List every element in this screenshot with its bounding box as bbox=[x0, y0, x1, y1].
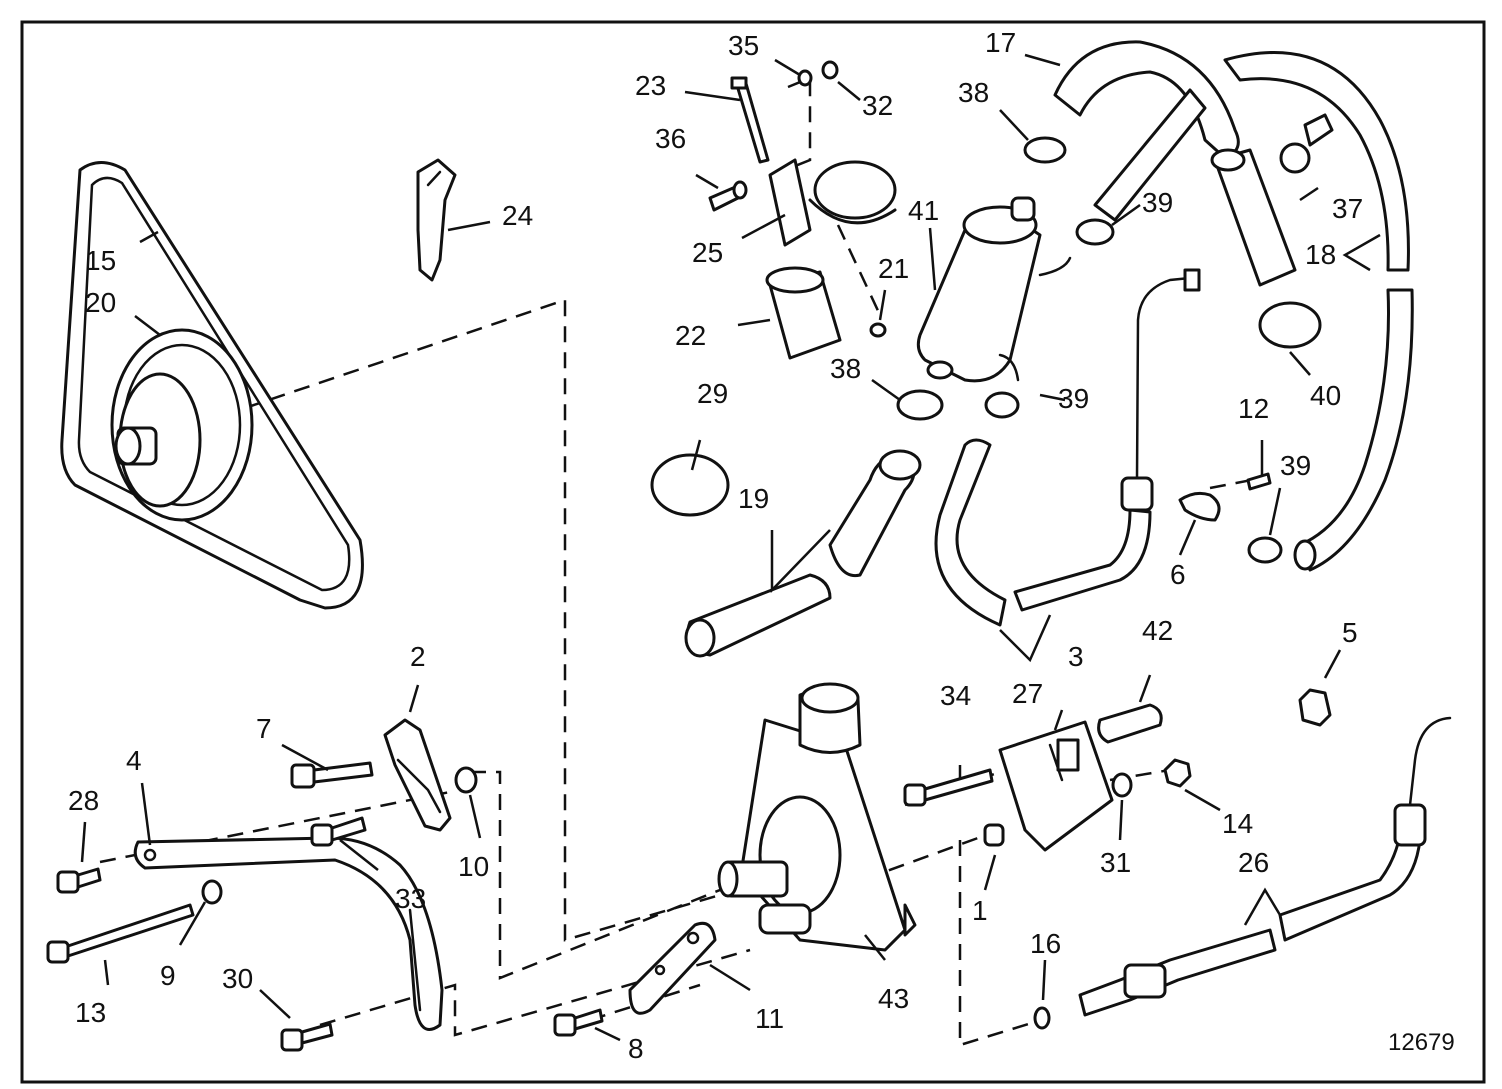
part-39-clamp-c bbox=[1247, 536, 1283, 564]
label-16: 16 bbox=[1030, 928, 1061, 959]
part-8-bolt bbox=[553, 1008, 604, 1037]
label-4: 4 bbox=[126, 745, 142, 776]
part-39-clamp-b bbox=[984, 391, 1020, 419]
part-33-bolt bbox=[310, 816, 367, 847]
part-12-screw bbox=[1246, 472, 1272, 491]
label-39-b: 39 bbox=[1058, 383, 1089, 414]
part-5-nut bbox=[1298, 688, 1332, 727]
label-6: 6 bbox=[1170, 559, 1186, 590]
callout-labels: 1 2 3 4 5 6 7 8 9 10 11 12 13 14 15 16 1… bbox=[68, 27, 1455, 1064]
label-38-upper: 38 bbox=[958, 77, 989, 108]
label-25: 25 bbox=[692, 237, 723, 268]
label-14: 14 bbox=[1222, 808, 1253, 839]
part-11-plate bbox=[628, 921, 717, 1015]
part-30-bolt bbox=[280, 1022, 334, 1052]
label-26: 26 bbox=[1238, 847, 1269, 878]
label-22: 22 bbox=[675, 320, 706, 351]
label-30: 30 bbox=[222, 963, 253, 994]
part-10-washer bbox=[454, 766, 478, 794]
part-28-bolt bbox=[56, 867, 102, 894]
label-35: 35 bbox=[728, 30, 759, 61]
part-9-washer bbox=[201, 879, 223, 905]
part-21-plug bbox=[869, 322, 887, 338]
part-37-clamp bbox=[1279, 113, 1334, 174]
label-2: 2 bbox=[410, 641, 426, 672]
label-36: 36 bbox=[655, 123, 686, 154]
part-16-o-ring bbox=[1033, 1006, 1051, 1030]
part-38-clamp-lower bbox=[896, 389, 944, 421]
label-9: 9 bbox=[160, 960, 176, 991]
part-6-clip bbox=[1178, 491, 1221, 522]
part-18-hoses bbox=[1223, 51, 1414, 572]
part-23-bolt bbox=[730, 76, 770, 164]
label-37: 37 bbox=[1332, 193, 1363, 224]
label-1: 1 bbox=[972, 895, 988, 926]
label-13: 13 bbox=[75, 997, 106, 1028]
part-19-hoses bbox=[684, 449, 922, 658]
label-40: 40 bbox=[1310, 380, 1341, 411]
part-36-fitting bbox=[708, 180, 748, 212]
part-2-bracket bbox=[383, 718, 452, 832]
part-26-pressure-hose bbox=[1078, 716, 1452, 1017]
diagram-frame bbox=[20, 20, 1486, 1084]
assembly-lines bbox=[99, 76, 1263, 1047]
part-13-long-bolt bbox=[46, 903, 195, 964]
label-28: 28 bbox=[68, 785, 99, 816]
part-38-clamp-upper bbox=[1023, 136, 1067, 164]
label-34: 34 bbox=[940, 680, 971, 711]
part-25-bracket-clamp bbox=[768, 158, 897, 247]
part-14-nut bbox=[1163, 758, 1192, 788]
label-20: 20 bbox=[85, 287, 116, 318]
label-10: 10 bbox=[458, 851, 489, 882]
label-21: 21 bbox=[878, 253, 909, 284]
label-17: 17 bbox=[985, 27, 1016, 58]
leader-lines bbox=[80, 53, 1381, 1042]
part-1-spacer bbox=[983, 823, 1005, 847]
label-11: 11 bbox=[755, 1003, 784, 1034]
label-31: 31 bbox=[1100, 847, 1131, 878]
part-15-drive-belt bbox=[60, 161, 364, 610]
figure-number: 12679 bbox=[1388, 1029, 1455, 1056]
label-18: 18 bbox=[1305, 239, 1336, 270]
part-39-clamp-a bbox=[1075, 218, 1115, 246]
label-43: 43 bbox=[878, 983, 909, 1014]
label-8: 8 bbox=[628, 1033, 644, 1064]
label-33: 33 bbox=[395, 883, 426, 914]
label-5: 5 bbox=[1342, 617, 1358, 648]
label-42: 42 bbox=[1142, 615, 1173, 646]
label-39-a: 39 bbox=[1142, 187, 1173, 218]
label-23: 23 bbox=[635, 70, 666, 101]
label-19: 19 bbox=[738, 483, 769, 514]
label-29: 29 bbox=[697, 378, 728, 409]
part-40-clamp bbox=[1258, 301, 1322, 349]
part-34-long-bolt bbox=[903, 768, 994, 807]
part-31-nut bbox=[1111, 772, 1133, 798]
label-32: 32 bbox=[862, 90, 893, 121]
label-7: 7 bbox=[256, 713, 272, 744]
label-15: 15 bbox=[85, 245, 116, 276]
part-41-reservoir bbox=[916, 196, 1072, 383]
label-24: 24 bbox=[502, 200, 533, 231]
part-32-nut bbox=[821, 60, 839, 80]
part-3-bracket bbox=[998, 720, 1114, 852]
part-27-return-line bbox=[934, 268, 1201, 627]
part-20-pulley bbox=[110, 328, 254, 522]
part-43-pump bbox=[717, 682, 917, 952]
part-7-bolt bbox=[290, 761, 374, 789]
label-41: 41 bbox=[908, 195, 939, 226]
part-4-brace bbox=[133, 836, 444, 1031]
label-3: 3 bbox=[1068, 641, 1084, 672]
part-cooler-tube bbox=[1210, 148, 1297, 287]
label-39-c: 39 bbox=[1280, 450, 1311, 481]
label-27: 27 bbox=[1012, 678, 1043, 709]
label-12: 12 bbox=[1238, 393, 1269, 424]
label-38-lower: 38 bbox=[830, 353, 861, 384]
part-35-washer bbox=[797, 69, 813, 87]
part-24-clip bbox=[416, 158, 457, 282]
part-17-hose bbox=[1053, 40, 1240, 222]
part-42-sleeve bbox=[1097, 703, 1163, 744]
part-29-clamp bbox=[650, 453, 730, 517]
part-22-sleeve bbox=[765, 266, 842, 360]
